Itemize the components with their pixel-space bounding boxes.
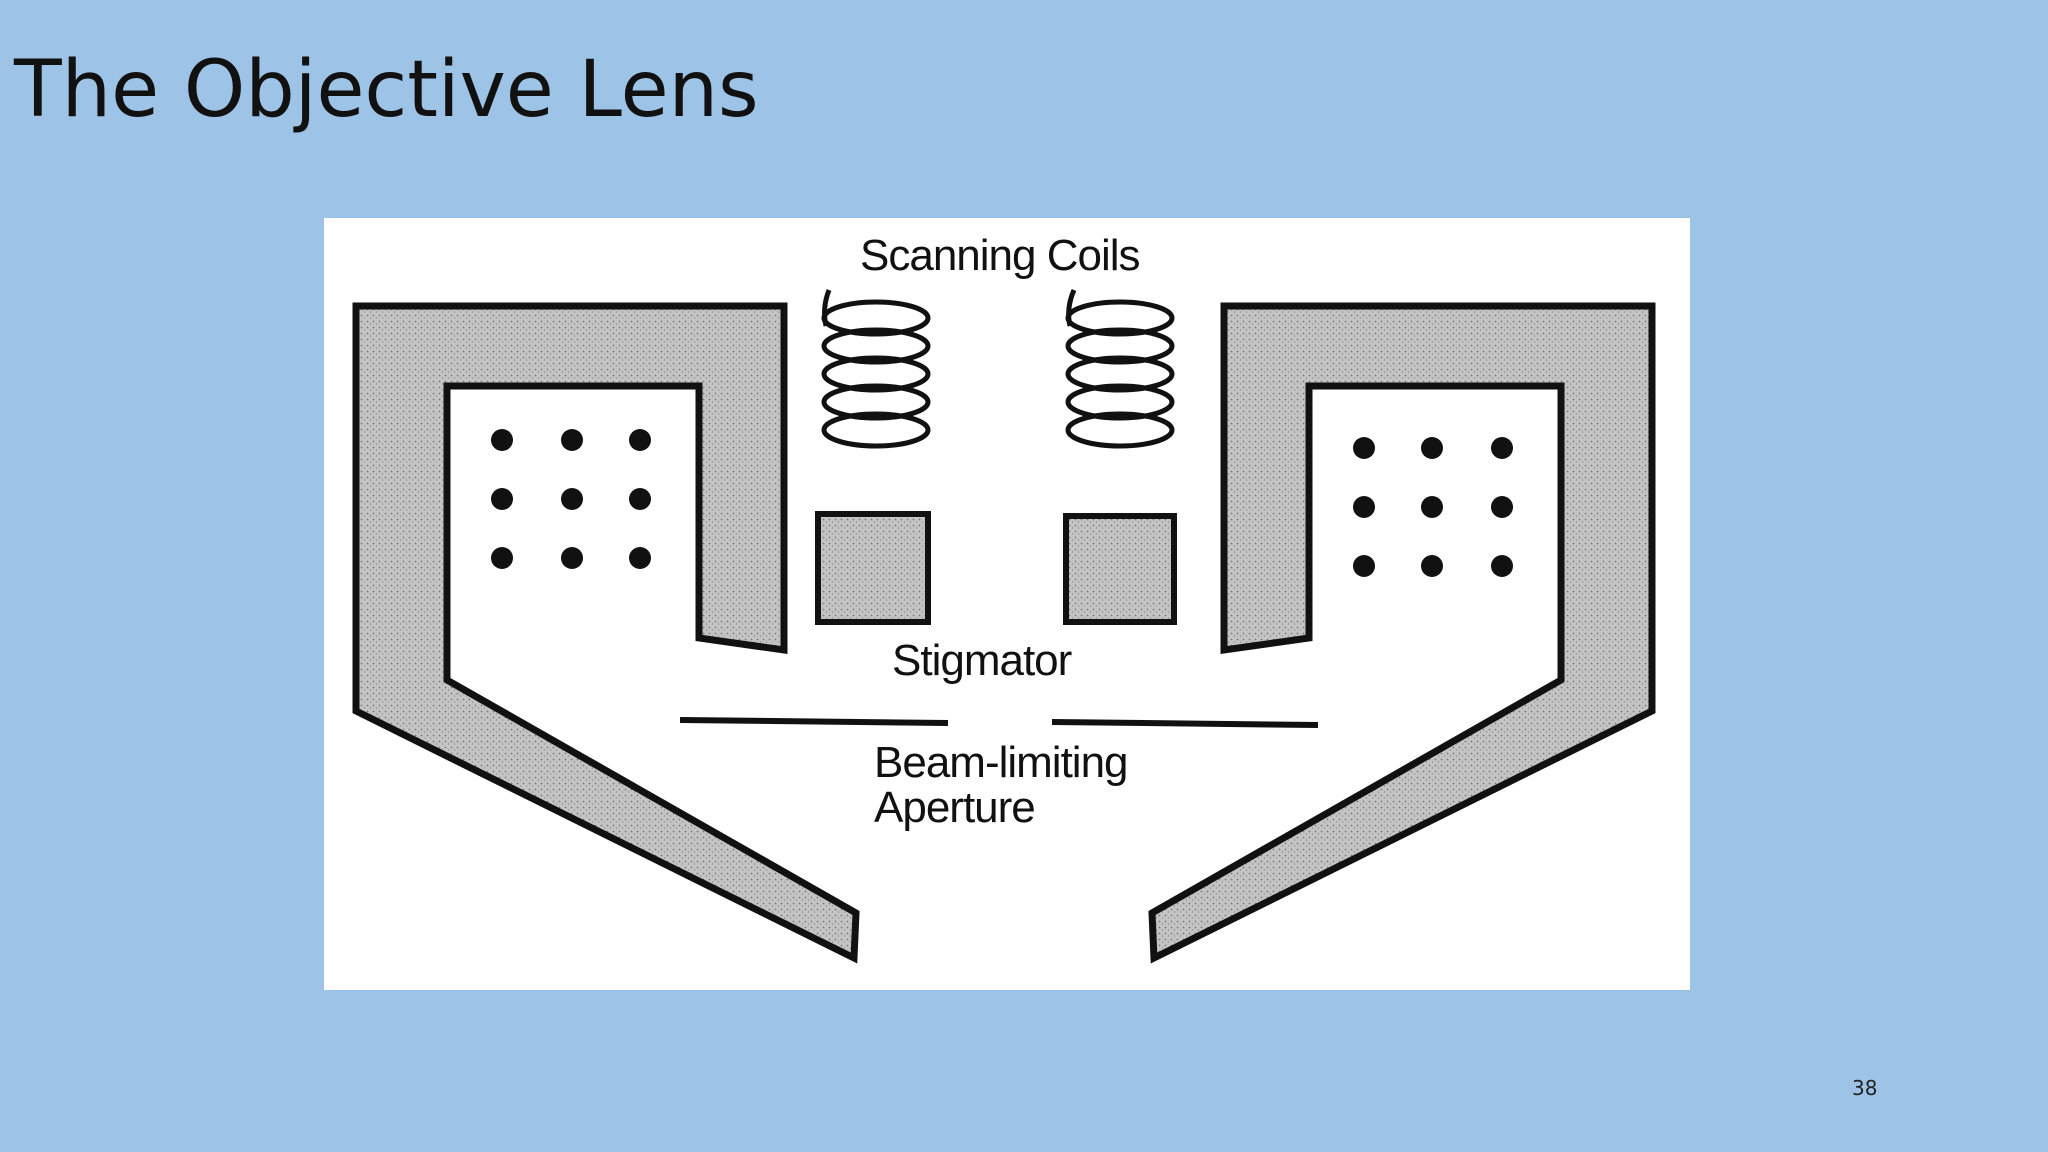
objective-lens-diagram: Scanning Coils Stigmator Beam-limiting A…	[324, 218, 1690, 990]
slide-title: The Objective Lens	[14, 45, 759, 135]
left-scanning-coil	[821, 289, 931, 449]
aperture-right-plate	[1051, 719, 1319, 728]
right-scanning-coil	[1065, 288, 1175, 449]
right-pole-piece	[1148, 302, 1656, 964]
label-aperture: Aperture	[874, 783, 1035, 832]
left-lens-windings	[491, 429, 651, 569]
left-pole-piece	[352, 302, 860, 964]
left-stigmator-block	[815, 511, 931, 625]
aperture-left-plate	[679, 717, 949, 726]
slide-number: 38	[1852, 1076, 1878, 1100]
right-stigmator-block	[1063, 513, 1177, 625]
diagram-svg: Scanning Coils Stigmator Beam-limiting A…	[352, 231, 1656, 964]
right-lens-windings	[1353, 437, 1513, 577]
label-stigmator: Stigmator	[892, 636, 1072, 685]
label-beam-limiting: Beam-limiting	[874, 738, 1128, 787]
label-scanning-coils: Scanning Coils	[860, 231, 1140, 280]
